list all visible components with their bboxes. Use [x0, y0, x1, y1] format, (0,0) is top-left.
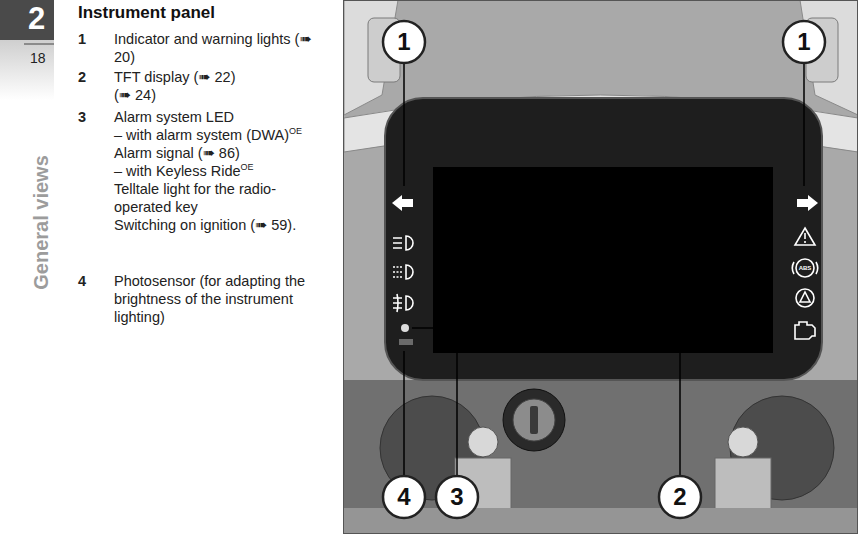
tab-shade	[0, 40, 54, 100]
item-text: Photosensor (for adapting the brightness…	[114, 272, 319, 326]
callout-circles	[383, 21, 825, 518]
item-line: Telltale light for the radio-operated ke…	[114, 180, 319, 216]
item-line: Switching on ignition (➠ 59).	[114, 216, 319, 234]
icon-text: ABS	[799, 265, 812, 272]
chapter-tab	[0, 0, 54, 40]
indicator-icons	[392, 195, 818, 345]
item-text: – with Keyless Ride	[114, 163, 241, 179]
item-text: Indicator and warning lights (➠ 20)	[114, 30, 319, 66]
item-text: TFT display (➠ 22)	[114, 68, 319, 86]
item-text: Switching on ignition (➠ 59).	[114, 217, 296, 233]
item-line: – with Keyless RideOE	[114, 162, 319, 180]
page-title: Instrument panel	[78, 3, 215, 23]
item-number: 3	[78, 108, 86, 126]
item-text: Alarm system LED	[114, 109, 234, 125]
option-mark: OE	[241, 162, 254, 172]
item-number: 2	[78, 68, 86, 86]
item-text-group: Alarm system LED– with alarm system (DWA…	[114, 108, 319, 234]
chapter-number: 2	[28, 1, 45, 37]
callout-number: 2	[673, 483, 686, 511]
callout-number: 3	[450, 483, 463, 511]
callout-number: 1	[397, 28, 410, 56]
page-number: 18	[30, 50, 46, 66]
photo	[344, 1, 857, 533]
instrument-bezel	[385, 98, 822, 380]
leader-lines	[404, 64, 804, 475]
photo-frame	[344, 1, 858, 534]
callout-number: 1	[797, 28, 810, 56]
item-text: (➠ 24)	[114, 86, 319, 104]
callout-number: 4	[397, 483, 410, 511]
item-number: 1	[78, 30, 86, 48]
option-mark: OE	[289, 126, 302, 136]
section-heading: General views	[29, 155, 52, 290]
item-number: 4	[78, 272, 86, 290]
item-line: Alarm system LED	[114, 108, 319, 126]
item-text: Telltale light for the radio-operated ke…	[114, 181, 276, 215]
tft-screen	[433, 167, 773, 353]
item-text: Alarm signal (➠ 86)	[114, 145, 240, 161]
item-line: – with alarm system (DWA)OE	[114, 126, 319, 144]
item-line: Alarm signal (➠ 86)	[114, 144, 319, 162]
item-text: – with alarm system (DWA)	[114, 127, 289, 143]
tab-rule	[24, 44, 54, 45]
